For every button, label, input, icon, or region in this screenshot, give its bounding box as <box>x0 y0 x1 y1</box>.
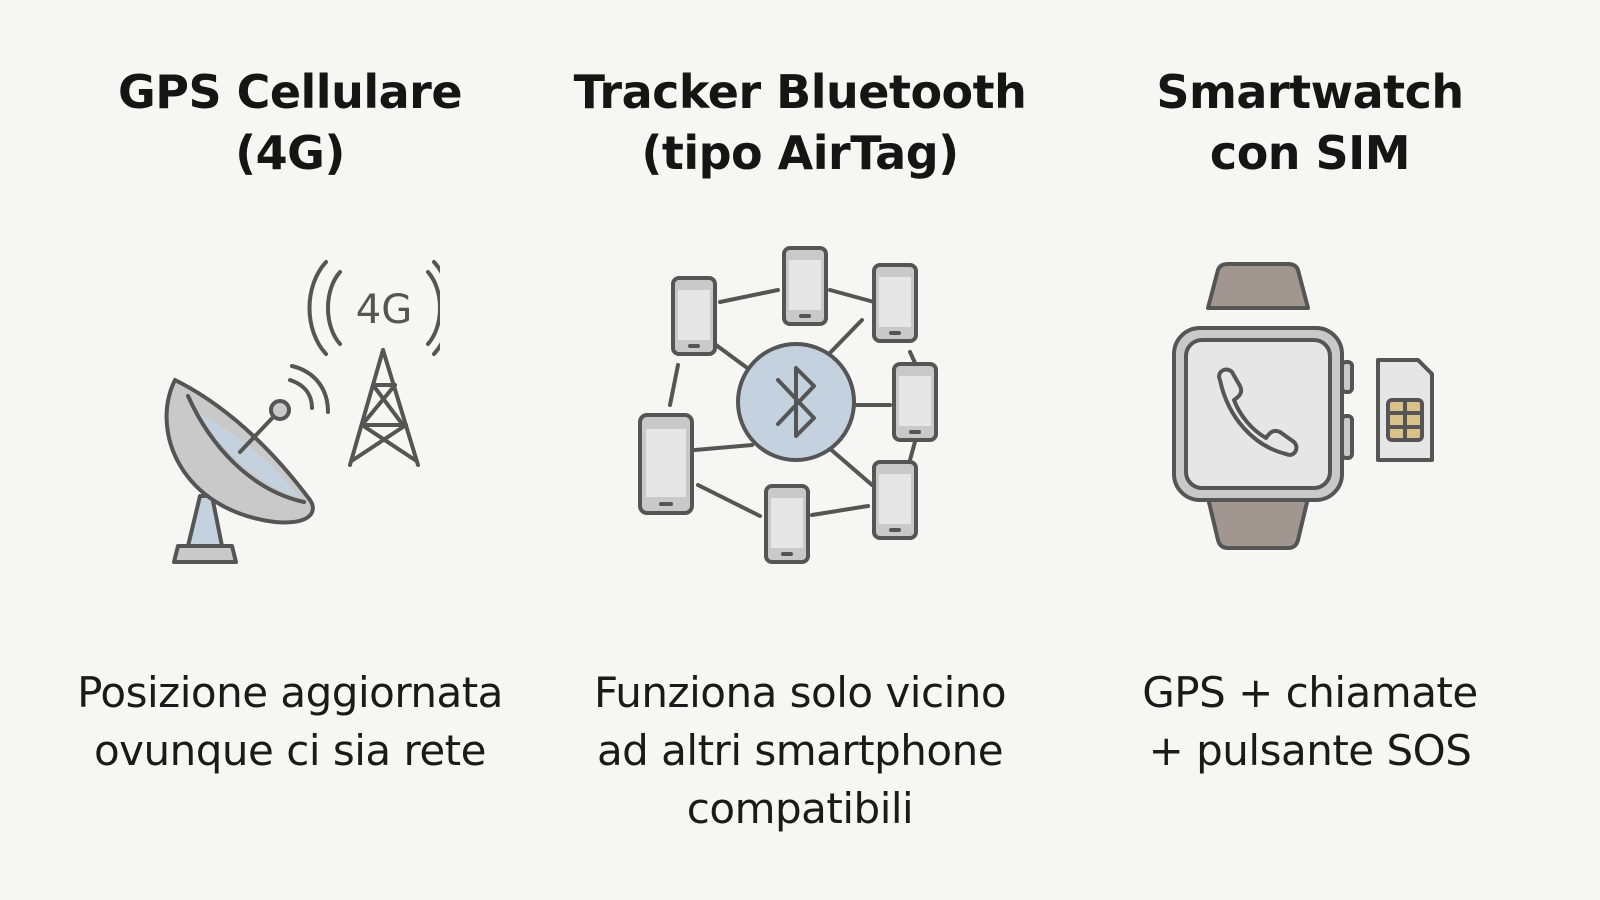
satellite-dish-icon <box>164 364 330 564</box>
desc-line: ovunque ci sia rete <box>93 726 487 775</box>
bluetooth-icon <box>736 342 856 462</box>
illustration-gps-cellular: 4G <box>140 240 440 580</box>
sim-card-icon <box>1376 358 1434 462</box>
smartwatch-icon <box>1172 262 1354 550</box>
desc-line: Funziona solo vicino <box>593 668 1007 717</box>
4g-label: 4G <box>356 287 412 333</box>
title-bluetooth-tracker: Tracker Bluetooth (tipo AirTag) <box>540 62 1060 184</box>
title-line: GPS Cellulare <box>117 65 463 119</box>
title-gps-cellular: GPS Cellulare (4G) <box>30 62 550 184</box>
smartwatch-illustration <box>1172 262 1434 550</box>
illustration-smartwatch-sim <box>1160 240 1460 580</box>
title-line: (tipo AirTag) <box>641 126 959 180</box>
cell-tower-icon <box>348 348 420 467</box>
desc-gps-cellular: Posizione aggiornata ovunque ci sia rete <box>30 664 550 780</box>
title-line: Smartwatch <box>1156 65 1464 119</box>
smartphone-icon <box>872 263 918 343</box>
smartphone-icon <box>671 276 717 356</box>
smartphone-icon <box>764 484 810 564</box>
desc-line: GPS + chiamate <box>1142 668 1478 717</box>
desc-line: + pulsante SOS <box>1148 726 1472 775</box>
title-smartwatch-sim: Smartwatch con SIM <box>1050 62 1570 184</box>
phone-icon <box>1217 367 1299 457</box>
title-line: (4G) <box>235 126 345 180</box>
column-gps-cellular: GPS Cellulare (4G) <box>30 0 550 900</box>
smartphone-icon <box>892 362 938 442</box>
smartphone-icon <box>872 460 918 540</box>
desc-line: ad altri smartphone <box>596 726 1004 775</box>
smartphone-icon <box>638 413 694 515</box>
column-smartwatch-sim: Smartwatch con SIM <box>1050 0 1570 900</box>
title-line: con SIM <box>1209 126 1411 180</box>
desc-line: compatibili <box>686 784 914 833</box>
desc-smartwatch-sim: GPS + chiamate + pulsante SOS <box>1050 664 1570 780</box>
desc-bluetooth-tracker: Funziona solo vicino ad altri smartphone… <box>540 664 1060 838</box>
title-line: Tracker Bluetooth <box>573 65 1027 119</box>
smartphone-icon <box>782 246 828 326</box>
signal-waves-icon: 4G <box>307 260 440 356</box>
network-links <box>668 288 918 518</box>
illustration-bluetooth-tracker <box>620 240 980 580</box>
gps-cellular-illustration: 4G <box>164 260 440 564</box>
column-bluetooth-tracker: Tracker Bluetooth (tipo AirTag) <box>540 0 1060 900</box>
bluetooth-network-illustration <box>638 246 938 564</box>
desc-line: Posizione aggiornata <box>77 668 503 717</box>
